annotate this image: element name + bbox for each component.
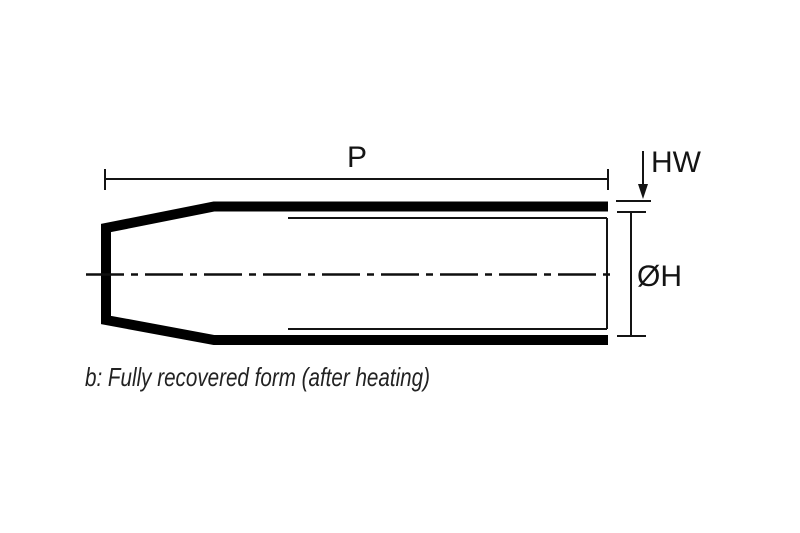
dh-dimension: ØH [617, 211, 682, 337]
figure-caption: b: Fully recovered form (after heating) [85, 362, 430, 392]
p-dimension: P [104, 141, 609, 190]
hw-arrow-down-icon [638, 184, 648, 199]
p-dimension-label: P [347, 141, 367, 174]
hw-callout: HW [616, 146, 702, 202]
hw-label: HW [651, 146, 702, 179]
dh-dimension-label: ØH [637, 260, 682, 293]
